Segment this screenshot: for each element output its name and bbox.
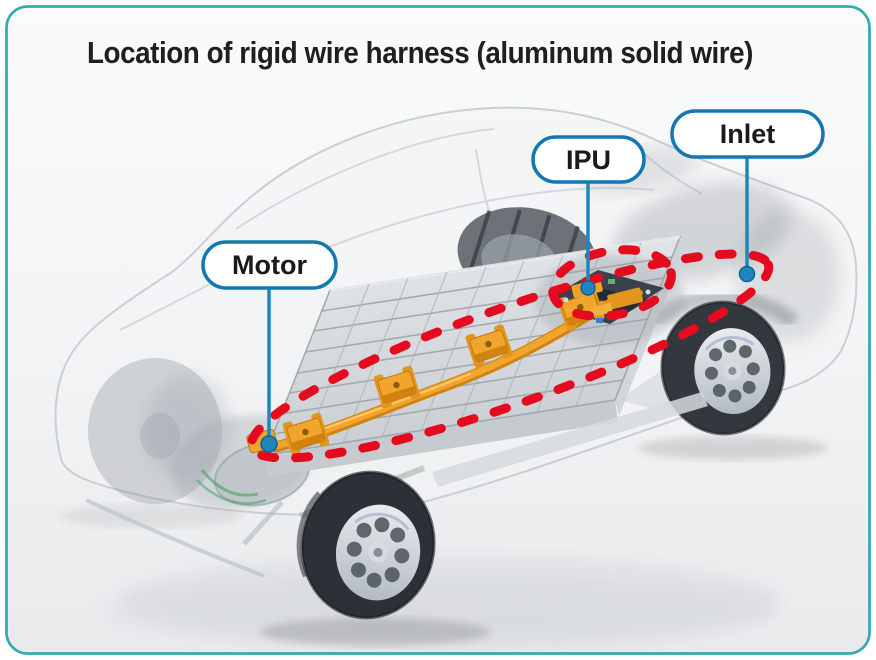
ipu-highlight-ellipse xyxy=(548,245,676,321)
coolant-cable xyxy=(200,469,259,497)
harness-highlight xyxy=(246,245,774,463)
harness-junction xyxy=(465,324,513,368)
ipu-leader-dot xyxy=(580,280,596,296)
ipu-label-pill xyxy=(531,135,646,184)
ipu-label: IPU xyxy=(566,145,611,175)
figure-title: Location of rigid wire harness (aluminum… xyxy=(87,35,753,70)
inlet-leader-dot xyxy=(738,265,756,283)
harness-highlight-ellipse xyxy=(246,249,774,463)
callout-inlet: Inlet xyxy=(670,109,825,283)
inlet-label-pill xyxy=(670,109,825,159)
front-splitter xyxy=(85,498,265,578)
callout-ipu: IPU xyxy=(531,135,646,296)
motor-leader-dot xyxy=(260,435,278,453)
rear-wheel xyxy=(638,300,828,460)
harness-junction xyxy=(373,365,421,409)
motor-label-pill xyxy=(201,240,338,290)
harness-junction xyxy=(282,412,330,456)
side-sill xyxy=(432,392,708,487)
motor-label: Motor xyxy=(232,250,307,280)
inlet-label: Inlet xyxy=(720,119,776,149)
front-wheel xyxy=(260,470,490,646)
panel-border xyxy=(5,5,871,655)
callout-motor: Motor xyxy=(201,240,338,453)
